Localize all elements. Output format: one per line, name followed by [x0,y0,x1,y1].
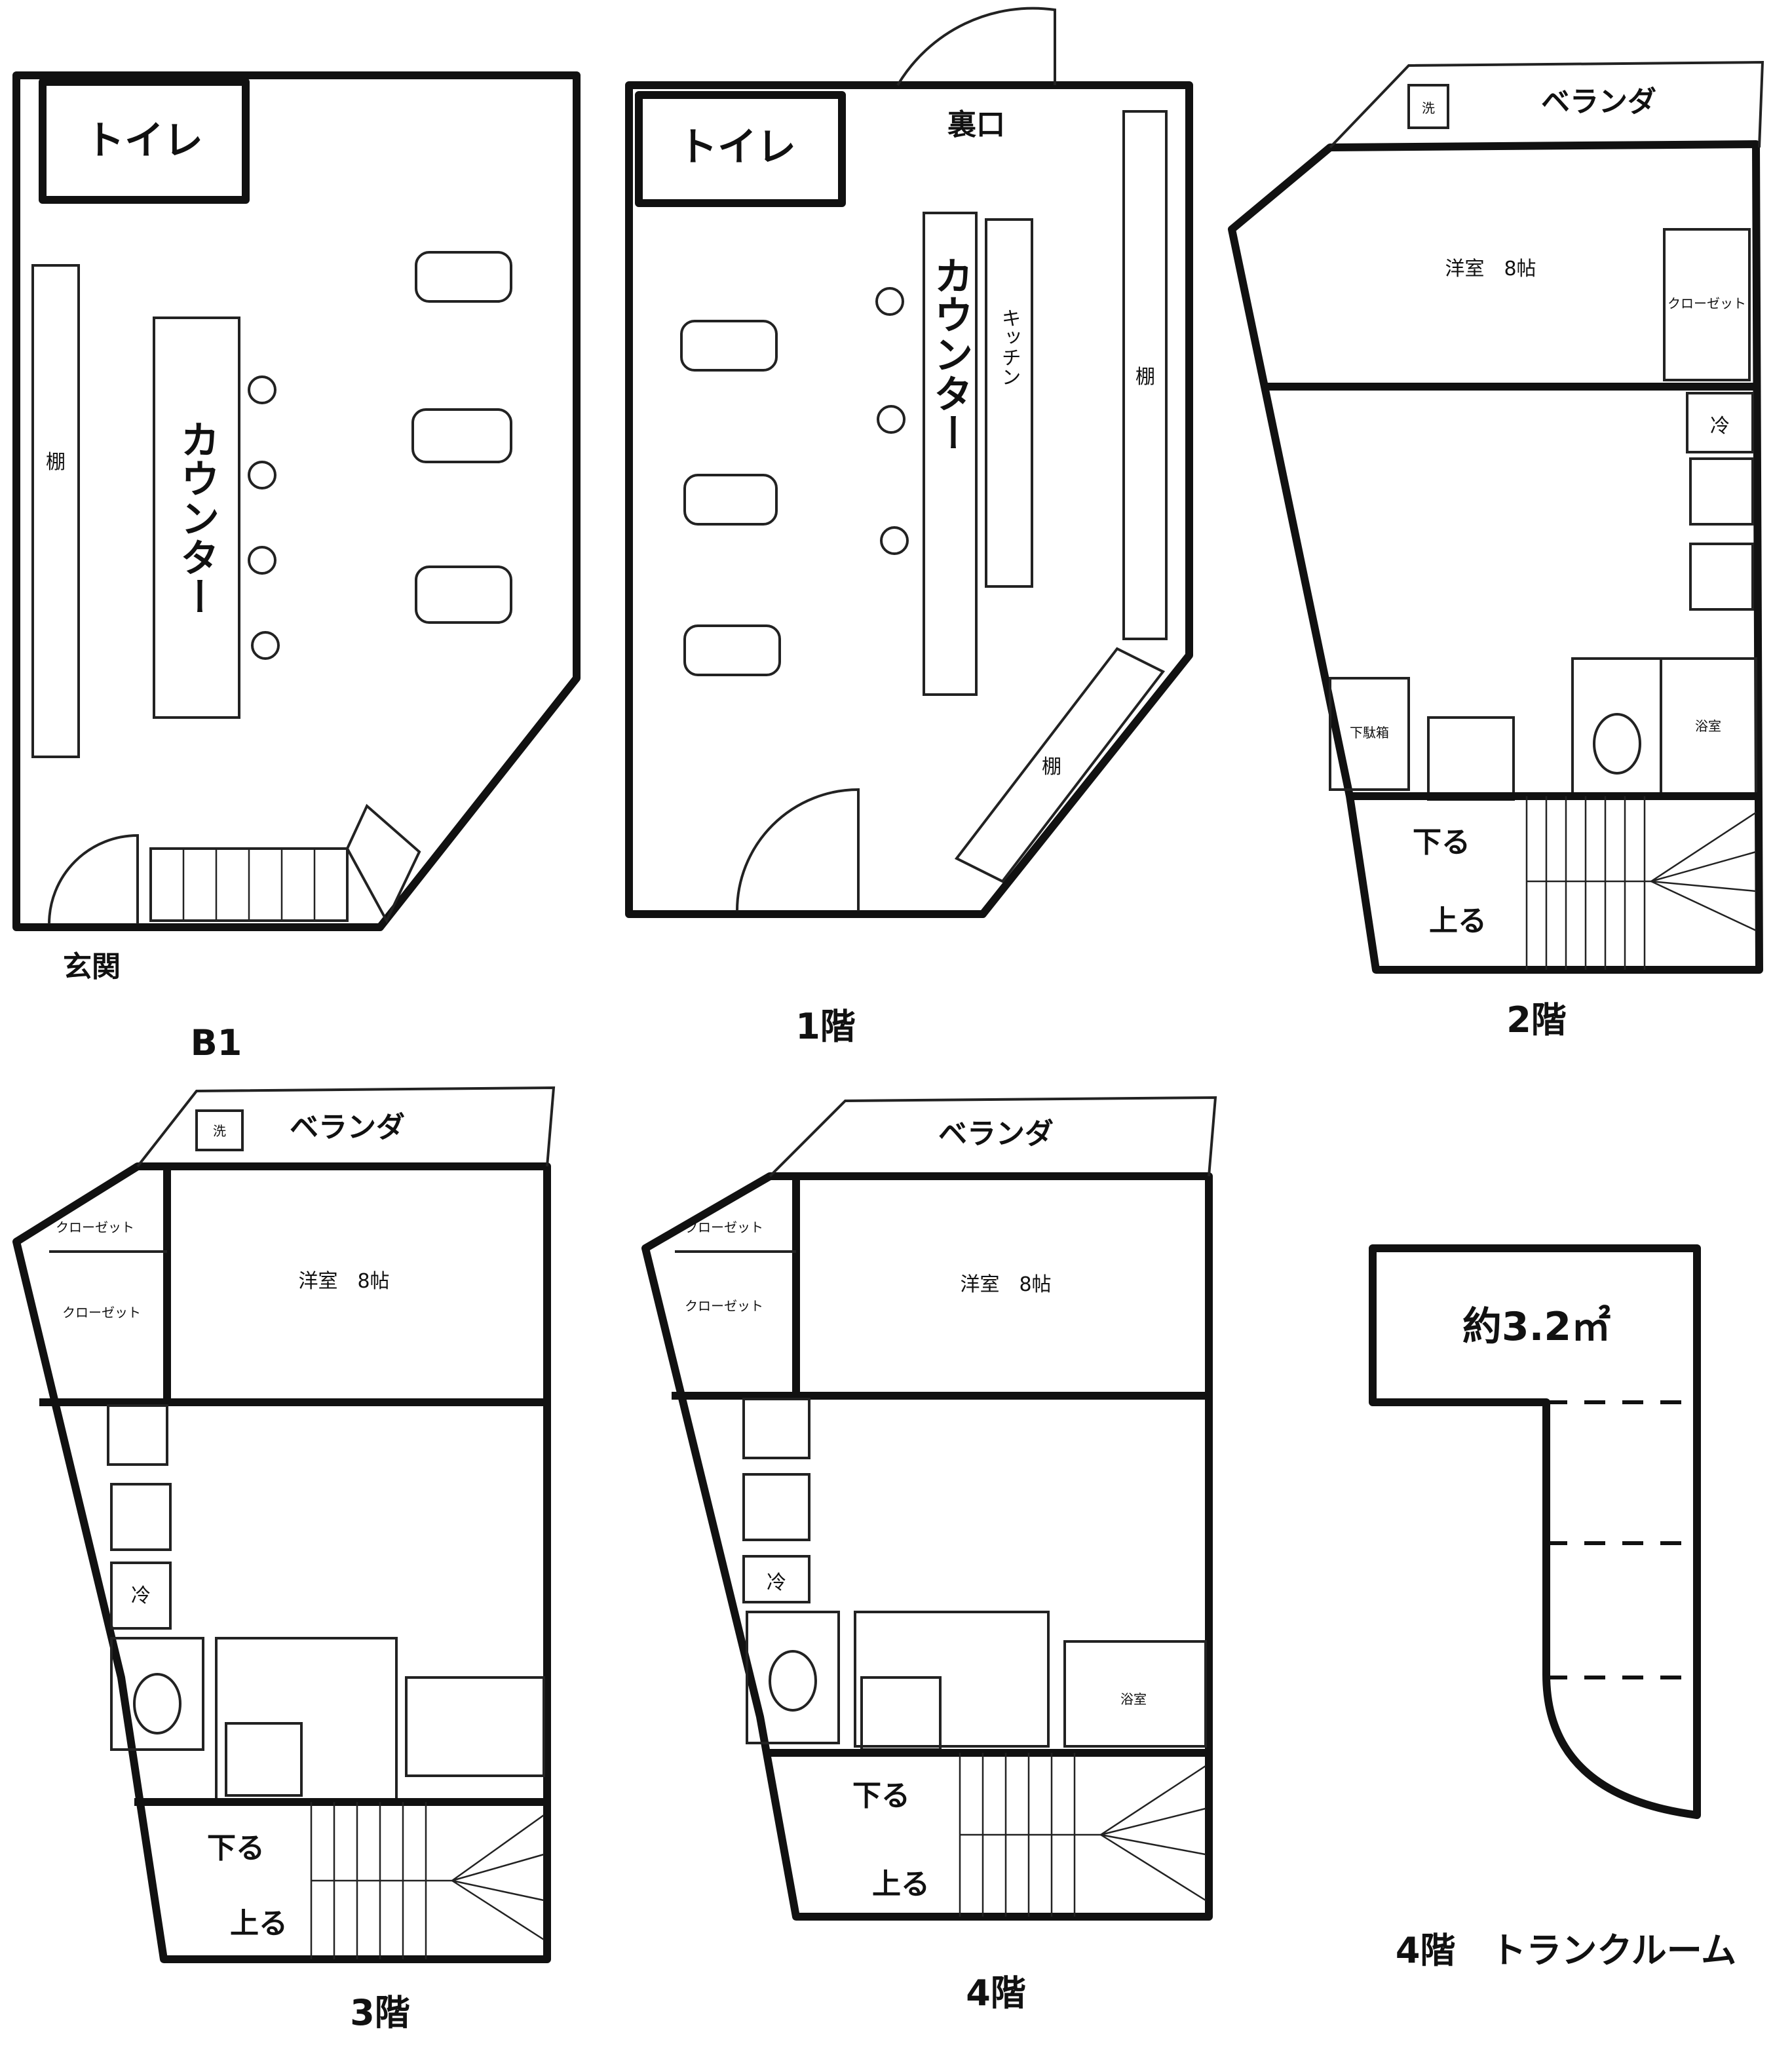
trunk-area-label: 約3.2㎡ [1462,1304,1611,1350]
f2-room-label: 洋室 8帖 [1445,258,1536,280]
f1-stools [875,287,909,555]
f3-closet-b-label: クローゼット [62,1305,141,1320]
f2-fridge-label: 冷 [1710,415,1730,438]
f1-shelf-right-label: 棚 [1135,366,1155,389]
f3-fridge-label: 冷 [131,1584,151,1607]
f1-back-door-label: 裏口 [947,108,1005,142]
f1-caption: 1階 [795,1006,856,1047]
f4-room-label: 洋室 8帖 [960,1273,1051,1296]
f4-caption: 4階 [966,1972,1026,2014]
f3-laundry-label: 洗 [213,1123,226,1139]
f1-back-door [896,7,1056,86]
f4-up-label: 上る [872,1868,930,1901]
f3-caption: 3階 [350,1992,410,2033]
f1-tables [680,320,781,676]
f4-down-label: 下る [852,1779,910,1812]
b1-caption: B1 [191,1022,242,1064]
f2-stairs [1525,796,1757,970]
f2-up-label: 上る [1429,904,1487,938]
f4-closet-b-label: クローゼット [685,1298,763,1314]
f4-bath-label: 浴室 [1120,1691,1147,1707]
f3-veranda-label: ベランダ [290,1111,405,1144]
f2-down-label: 下る [1413,826,1470,859]
floor-1f: 裏口 トイレ カウンター キッチン 棚 棚 1階 [625,7,1193,1047]
f1-kitchen-label: キッチン [998,308,1021,387]
f4-fridge-label: 冷 [767,1571,786,1594]
floor-4f: ベランダ クローゼット クローゼット 洋室 8帖 冷 浴室 下る 上る 4階 [641,1096,1217,2014]
floor-3f: 洗 ベランダ クローゼット クローゼット 洋室 8帖 冷 下る 上る 3階 [12,1086,556,2033]
floor-4f-trunk-room: 約3.2㎡ 4階 トランクルーム [1369,1244,1736,1971]
f1-shelf-diag-label: 棚 [1042,756,1061,778]
f4-veranda-label: ベランダ [938,1117,1054,1151]
f1-counter-label: カウンター [927,256,973,452]
f3-up-label: 上る [230,1907,288,1940]
f3-room-label: 洋室 8帖 [298,1270,389,1293]
f1-front-door [736,788,860,911]
f3-closet-a-label: クローゼット [56,1219,134,1235]
b1-shelf-label: 棚 [46,451,66,474]
f2-closet-label: クローゼット [1668,296,1746,311]
trunk-caption: 4階 トランクルーム [1396,1930,1736,1971]
f2-shoe-label: 下駄箱 [1350,725,1389,740]
floor-b1: トイレ 棚 カウンター 玄関 B1 [12,71,581,1064]
b1-toilet-label: トイレ [85,118,203,164]
b1-entrance-label: 玄関 [63,950,121,984]
f4-closet-a-label: クローゼット [685,1219,763,1235]
f4-stairs [959,1753,1206,1917]
f3-down-label: 下る [207,1831,265,1865]
f1-toilet-label: トイレ [678,125,796,170]
f3-stairs [310,1802,544,1959]
b1-counter-label: カウンター [174,419,219,616]
b1-tables [411,251,512,624]
b1-entrance-door [48,834,139,925]
f2-veranda-label: ベランダ [1541,85,1656,119]
b1-stools [248,375,280,660]
floor-2f: 洗 ベランダ 洋室 8帖 クローゼット 冷 下駄箱 浴室 下る 上る 2 [1228,60,1764,1041]
b1-stairs [149,803,421,924]
f2-laundry-label: 洗 [1422,100,1435,116]
f2-bath-label: 浴室 [1695,718,1721,734]
f2-caption: 2階 [1506,999,1567,1041]
